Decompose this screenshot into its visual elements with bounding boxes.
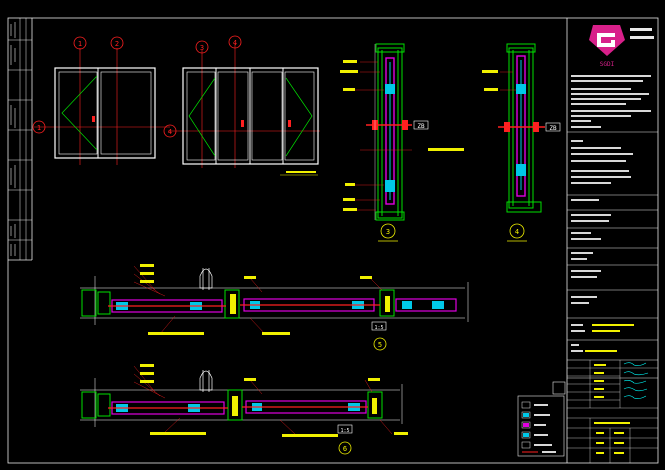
legend-box — [517, 381, 566, 457]
elevation-1: 1 2 1 — [32, 36, 170, 165]
axis-label-4: 4 — [233, 39, 237, 47]
axis-bubble-3 — [195, 40, 209, 54]
plan-bubble-label-upper: 5 — [378, 341, 382, 349]
elevation-2: 3 4 4 — [163, 35, 320, 176]
title-block-text — [571, 75, 651, 128]
plan-bubble-upper — [373, 337, 387, 351]
revision-table — [567, 360, 658, 409]
axis-bubble-side-4 — [163, 124, 177, 138]
plan-section-lower: 1:5 6 — [80, 364, 408, 455]
title-block: SGDI — [567, 25, 658, 463]
axis-label-2: 2 — [115, 40, 119, 48]
sheet-border — [7, 17, 659, 464]
axis-bubble-2 — [110, 36, 124, 50]
axis-bubble-side-1 — [32, 120, 46, 134]
plan-tag-lower: 1:5 — [340, 428, 349, 434]
axis-label-side-1: 1 — [37, 124, 41, 132]
vertical-section-right: ZB 4 — [482, 43, 561, 242]
plan-bubble-lower — [338, 441, 352, 455]
axis-bubble-4 — [228, 35, 242, 49]
company-logo: SGDI — [589, 25, 625, 68]
axis-label-1: 1 — [78, 40, 82, 48]
axis-label-3: 3 — [200, 44, 204, 52]
section-bubble-right — [509, 223, 525, 239]
section-bubble-label-right: 4 — [515, 228, 519, 236]
plan-section-upper: 1:5 5 — [80, 264, 469, 351]
section-tag-left: ZB — [417, 123, 425, 130]
plan-bubble-label-lower: 6 — [343, 445, 347, 453]
vertical-section-left: ZB 3 — [340, 43, 464, 242]
section-bubble-left — [380, 223, 396, 239]
revision-strip — [8, 18, 32, 260]
axis-bubble-1 — [73, 36, 87, 50]
plan-tag-upper: 1:5 — [374, 325, 383, 331]
section-bubble-label-left: 3 — [386, 228, 390, 236]
svg-text:SGDI: SGDI — [600, 61, 615, 68]
axis-label-side-4: 4 — [168, 128, 172, 136]
section-tag-right: ZB — [549, 125, 557, 132]
